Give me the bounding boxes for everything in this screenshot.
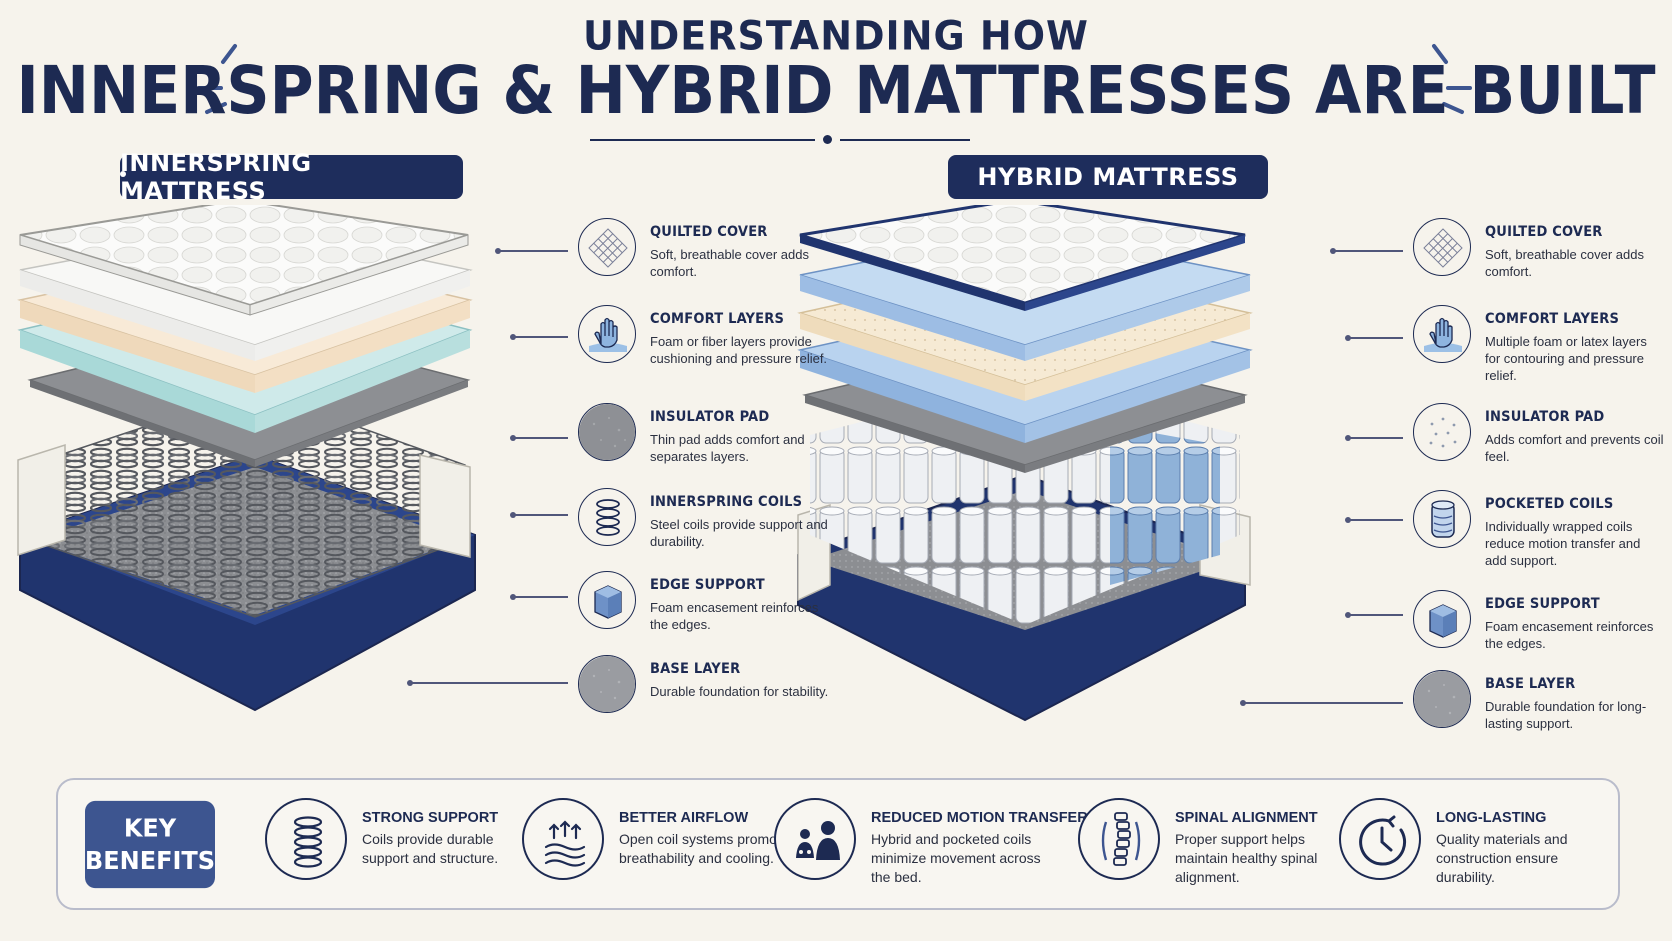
- leader-dot: [510, 334, 516, 340]
- leader-line: [1348, 519, 1403, 521]
- sparkle-right-icon: [1432, 44, 1472, 114]
- feature-title: EDGE SUPPORT: [650, 577, 765, 593]
- benefit-title: REDUCED MOTION TRANSFER: [871, 810, 1088, 826]
- benefit-description: Proper support helps maintain healthy sp…: [1175, 831, 1318, 885]
- pill-dot: [120, 171, 126, 177]
- leader-dot: [1345, 517, 1351, 523]
- leader-dot: [1330, 248, 1336, 254]
- leader-dot: [495, 248, 501, 254]
- feature-description: Soft, breathable cover adds comfort.: [650, 247, 809, 279]
- key-benefits-line2: BENEFITS: [84, 845, 216, 875]
- innerspring-label: INNERSPRING MATTRESS: [120, 149, 463, 205]
- title-line-1: UNDERSTANDING HOW: [583, 12, 1089, 60]
- quilted-cover-icon: [1413, 218, 1471, 276]
- feature-title: COMFORT LAYERS: [650, 311, 785, 327]
- benefit-long-lasting: LONG-LASTING Quality materials and constr…: [1339, 798, 1599, 888]
- dotted-pad-icon: [1413, 403, 1471, 461]
- leader-line: [1243, 702, 1403, 704]
- leader-line: [513, 596, 568, 598]
- hand-pressing-icon: [1413, 305, 1471, 363]
- title-divider: [590, 139, 815, 141]
- felt-pad-icon: [578, 403, 636, 461]
- title-divider: [840, 139, 970, 141]
- feature-description: Durable foundation for stability.: [650, 684, 829, 699]
- feature-description: Soft, breathable cover adds comfort.: [1485, 247, 1644, 279]
- leader-dot: [1345, 612, 1351, 618]
- benefit-title: SPINAL ALIGNMENT: [1175, 810, 1318, 826]
- leader-line: [498, 250, 568, 252]
- spring-icon: [265, 798, 347, 880]
- leader-line: [1348, 614, 1403, 616]
- feature-title: INNERSPRING COILS: [650, 494, 803, 510]
- sparkle-left-icon: [197, 44, 237, 114]
- felt-base-icon: [1413, 670, 1471, 728]
- benefit-description: Coils provide durable support and struct…: [362, 831, 499, 866]
- leader-dot: [1345, 335, 1351, 341]
- leader-dot: [1345, 435, 1351, 441]
- feature-description: Thin pad adds comfort and separates laye…: [650, 432, 805, 464]
- hand-pressing-icon: [578, 305, 636, 363]
- leader-line: [1333, 250, 1403, 252]
- feature-description: Multiple foam or latex layers for contou…: [1485, 334, 1647, 383]
- leader-line: [1348, 437, 1403, 439]
- title-divider-dot: [823, 135, 832, 144]
- leader-line: [410, 682, 568, 684]
- coil-spring-icon: [578, 488, 636, 546]
- page-title: INNERSPRING & HYBRID MATTRESSES ARE BUIL…: [16, 52, 1656, 130]
- leader-line: [1348, 337, 1403, 339]
- key-benefits-line1: KEY: [123, 813, 177, 843]
- airflow-icon: [522, 798, 604, 880]
- feature-description: Foam or fiber layers provide cushioning …: [650, 334, 828, 366]
- feature-description: Foam encasement reinforces the edges.: [1485, 619, 1654, 651]
- feature-description: Adds comfort and prevents coil feel.: [1485, 432, 1664, 464]
- hybrid-illustration: [797, 205, 1253, 722]
- benefit-reduced-motion-transfer: REDUCED MOTION TRANSFER Hybrid and pocket…: [774, 798, 1088, 888]
- benefit-strong-support: STRONG SUPPORT Coils provide durable supp…: [265, 798, 525, 888]
- leader-dot: [510, 594, 516, 600]
- leader-dot: [510, 512, 516, 518]
- benefit-spinal-alignment: SPINAL ALIGNMENT Proper support helps mai…: [1078, 798, 1338, 888]
- feature-title: INSULATOR PAD: [1485, 409, 1605, 425]
- benefit-description: Quality materials and construction ensur…: [1436, 831, 1568, 885]
- leader-line: [513, 514, 568, 516]
- benefit-better-airflow: BETTER AIRFLOW Open coil systems promote …: [522, 798, 789, 888]
- foam-block-icon: [578, 571, 636, 629]
- benefit-title: STRONG SUPPORT: [362, 810, 499, 826]
- leader-dot: [1240, 700, 1246, 706]
- benefit-title: BETTER AIRFLOW: [619, 810, 749, 826]
- feature-title: INSULATOR PAD: [650, 409, 770, 425]
- benefit-description: Hybrid and pocketed coils minimize movem…: [871, 831, 1041, 885]
- leader-line: [513, 437, 568, 439]
- clock-icon: [1339, 798, 1421, 880]
- feature-title: EDGE SUPPORT: [1485, 596, 1600, 612]
- feature-description: Steel coils provide support and durabili…: [650, 517, 828, 549]
- benefit-title: LONG-LASTING: [1436, 810, 1547, 826]
- spine-icon: [1078, 798, 1160, 880]
- benefit-description: Open coil systems promote breathability …: [619, 831, 789, 866]
- pocketed-coil-icon: [1413, 490, 1471, 548]
- feature-title: COMFORT LAYERS: [1485, 311, 1620, 327]
- feature-description: Foam encasement reinforces the edges.: [650, 600, 819, 632]
- hybrid-label: HYBRID MATTRESS: [948, 155, 1268, 199]
- key-benefits-label: KEY BENEFITS: [84, 800, 216, 889]
- feature-description: Durable foundation for long-lasting supp…: [1485, 699, 1647, 731]
- people-icon: [774, 798, 856, 880]
- felt-base-icon: [578, 655, 636, 713]
- leader-line: [513, 336, 568, 338]
- innerspring-illustration: [17, 205, 476, 712]
- feature-title: QUILTED COVER: [1485, 224, 1603, 240]
- leader-dot: [407, 680, 413, 686]
- feature-title: BASE LAYER: [650, 661, 741, 677]
- feature-title: BASE LAYER: [1485, 676, 1576, 692]
- quilted-cover-icon: [578, 218, 636, 276]
- feature-title: POCKETED COILS: [1485, 496, 1614, 512]
- feature-title: QUILTED COVER: [650, 224, 768, 240]
- leader-dot: [510, 435, 516, 441]
- foam-block-icon: [1413, 590, 1471, 648]
- feature-description: Individually wrapped coils reduce motion…: [1485, 519, 1641, 568]
